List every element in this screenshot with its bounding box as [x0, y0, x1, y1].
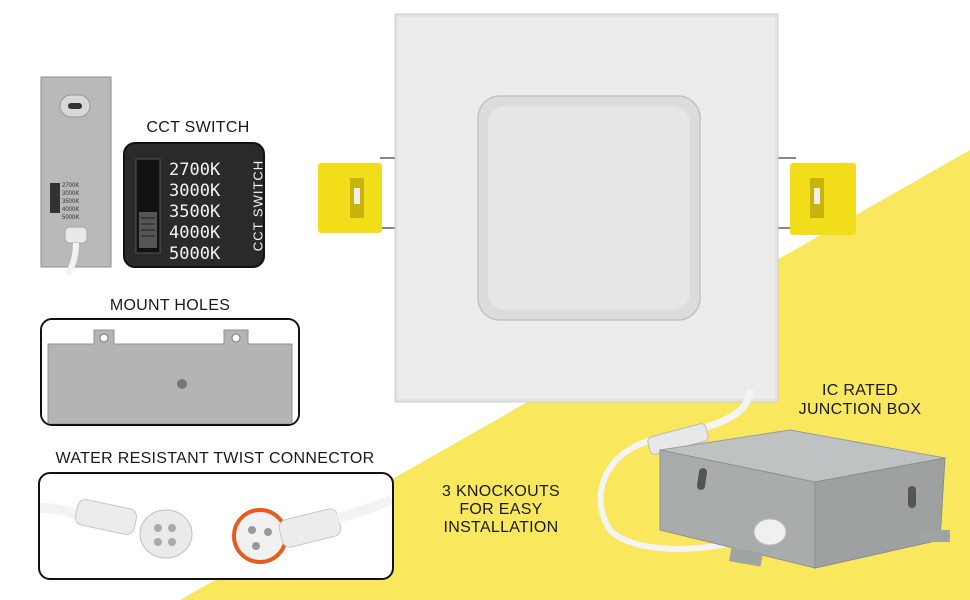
cct-temp-4: 5000K: [169, 244, 221, 264]
knockouts-label-line3: INSTALLATION: [443, 519, 559, 536]
svg-text:3000K: 3000K: [62, 191, 79, 197]
cct-temp-3: 4000K: [169, 223, 221, 243]
twist-connector-photo: [40, 495, 392, 564]
twist-connector-label: WATER RESISTANT TWIST CONNECTOR: [55, 450, 375, 467]
cct-temp-2: 3500K: [169, 202, 221, 222]
cct-temp-1: 3000K: [169, 181, 221, 201]
svg-text:5000K: 5000K: [62, 215, 79, 221]
mount-plate-photo: [42, 320, 298, 424]
junction-box-illustration: [597, 390, 950, 569]
svg-text:4000K: 4000K: [62, 207, 79, 213]
mount-holes-label: MOUNT HOLES: [109, 297, 231, 314]
right-spring-clip: [776, 157, 856, 235]
svg-text:3500K: 3500K: [62, 199, 79, 205]
knockouts-label-line1: 3 KNOCKOUTS: [442, 483, 560, 500]
switch-housing-photo: 2700K 3000K 3500K 4000K 5000K: [40, 76, 112, 275]
cct-switch-vertical-label: CCT SWITCH: [250, 159, 265, 252]
cct-temp-0: 2700K: [169, 160, 221, 180]
ic-rated-label-line1: IC RATED: [822, 382, 898, 399]
panel-light-illustration: [318, 13, 856, 403]
svg-text:2700K: 2700K: [62, 183, 79, 189]
knockouts-label-line2: FOR EASY: [459, 501, 543, 518]
cct-switch-label: CCT SWITCH: [146, 119, 250, 136]
mount-holes-box: [40, 318, 300, 426]
twist-connector-box: [38, 472, 394, 580]
ic-rated-label-line2: JUNCTION BOX: [798, 401, 922, 418]
cct-switch-box: 2700K 3000K 3500K 4000K 5000K CCT SWITCH: [123, 142, 265, 268]
cct-slider-switch: [135, 158, 161, 254]
left-spring-clip: [318, 157, 398, 233]
